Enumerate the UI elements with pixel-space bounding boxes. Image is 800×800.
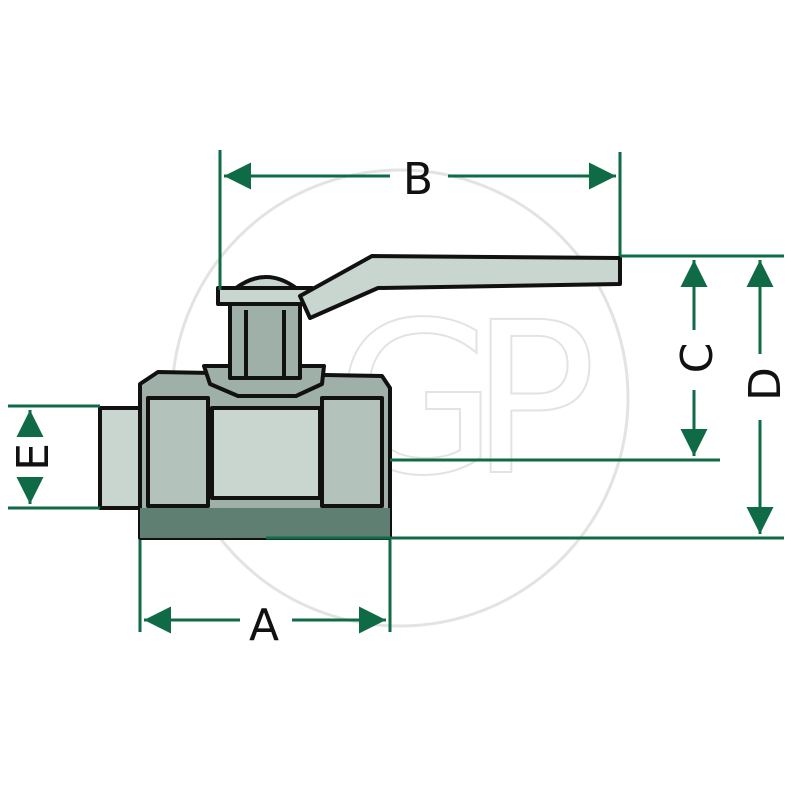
dim-a-label: A <box>249 600 279 651</box>
valve-stem <box>228 302 302 380</box>
stem-dome <box>234 275 298 290</box>
dimension-e: E <box>8 410 59 504</box>
dim-c-label: C <box>672 343 723 374</box>
left-hex-nut <box>146 396 210 508</box>
extension-lines <box>8 150 784 632</box>
dim-e-label: E <box>8 443 59 471</box>
dim-b-label: B <box>403 154 433 205</box>
dimension-c: C <box>672 260 723 456</box>
watermark-letter-p: P <box>470 277 597 522</box>
dimension-a: A <box>144 600 386 651</box>
center-bore <box>210 406 322 500</box>
valve-body-bottom-band <box>140 508 390 538</box>
valve-handle-lever <box>298 254 622 320</box>
dim-d-label: D <box>740 367 791 401</box>
dimension-b: B <box>224 154 616 205</box>
valve-drawing <box>98 254 622 540</box>
right-hex-nut <box>320 396 384 508</box>
pipe-stub <box>98 406 142 510</box>
stem-cap <box>216 286 314 306</box>
dimension-d: D <box>740 260 791 534</box>
